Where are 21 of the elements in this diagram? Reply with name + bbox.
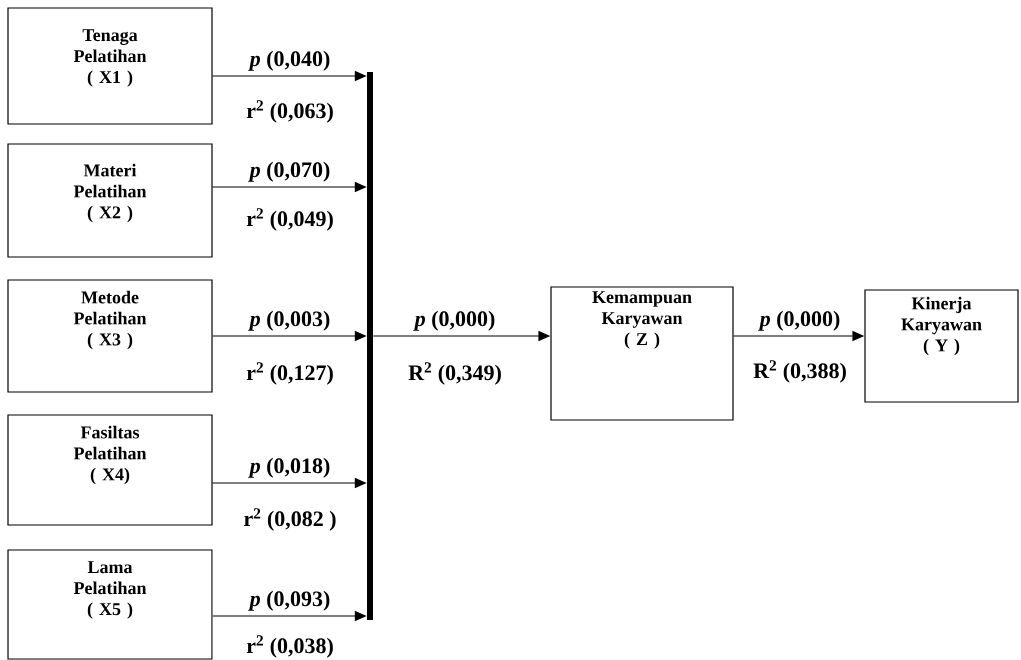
variable-box: Kinerja Karyawan ( Y ) <box>864 289 1019 403</box>
edge-label: p (0,040) <box>248 50 330 71</box>
edge-label: p (0,070) <box>248 161 330 182</box>
variable-box: Tenaga Pelatihan ( X1 ) <box>7 7 213 125</box>
variable-box: Kemampuan Karyawan ( Z ) <box>550 286 734 421</box>
statistic-label: R$^{2}$ (0,349) <box>408 362 501 385</box>
variable-box: Metode Pelatihan ( X3 ) <box>7 279 213 393</box>
edge-label: p (0,000) <box>758 310 840 331</box>
edge-label: p (0,018) <box>248 457 330 478</box>
statistic-label: r$^{2}$ (0,063) <box>246 100 333 123</box>
statistic-label: R$^{2}$ (0,388) <box>753 360 846 383</box>
statistic-label: r$^{2}$ (0,127) <box>246 362 333 385</box>
variable-box: Fasiltas Pelatihan ( X4) <box>7 414 213 526</box>
edge-label: p (0,003) <box>248 310 330 331</box>
edge-label: p (0,093) <box>248 590 330 611</box>
statistic-label: r$^{2}$ (0,049) <box>246 208 333 231</box>
statistic-label: r$^{2}$ (0,082 ) <box>244 508 336 531</box>
variable-box: Materi Pelatihan ( X2 ) <box>7 143 213 258</box>
statistic-label: r$^{2}$ (0,038) <box>246 635 333 658</box>
variable-box: Lama Pelatihan ( X5 ) <box>7 549 213 660</box>
edge-label: p (0,000) <box>413 310 495 331</box>
